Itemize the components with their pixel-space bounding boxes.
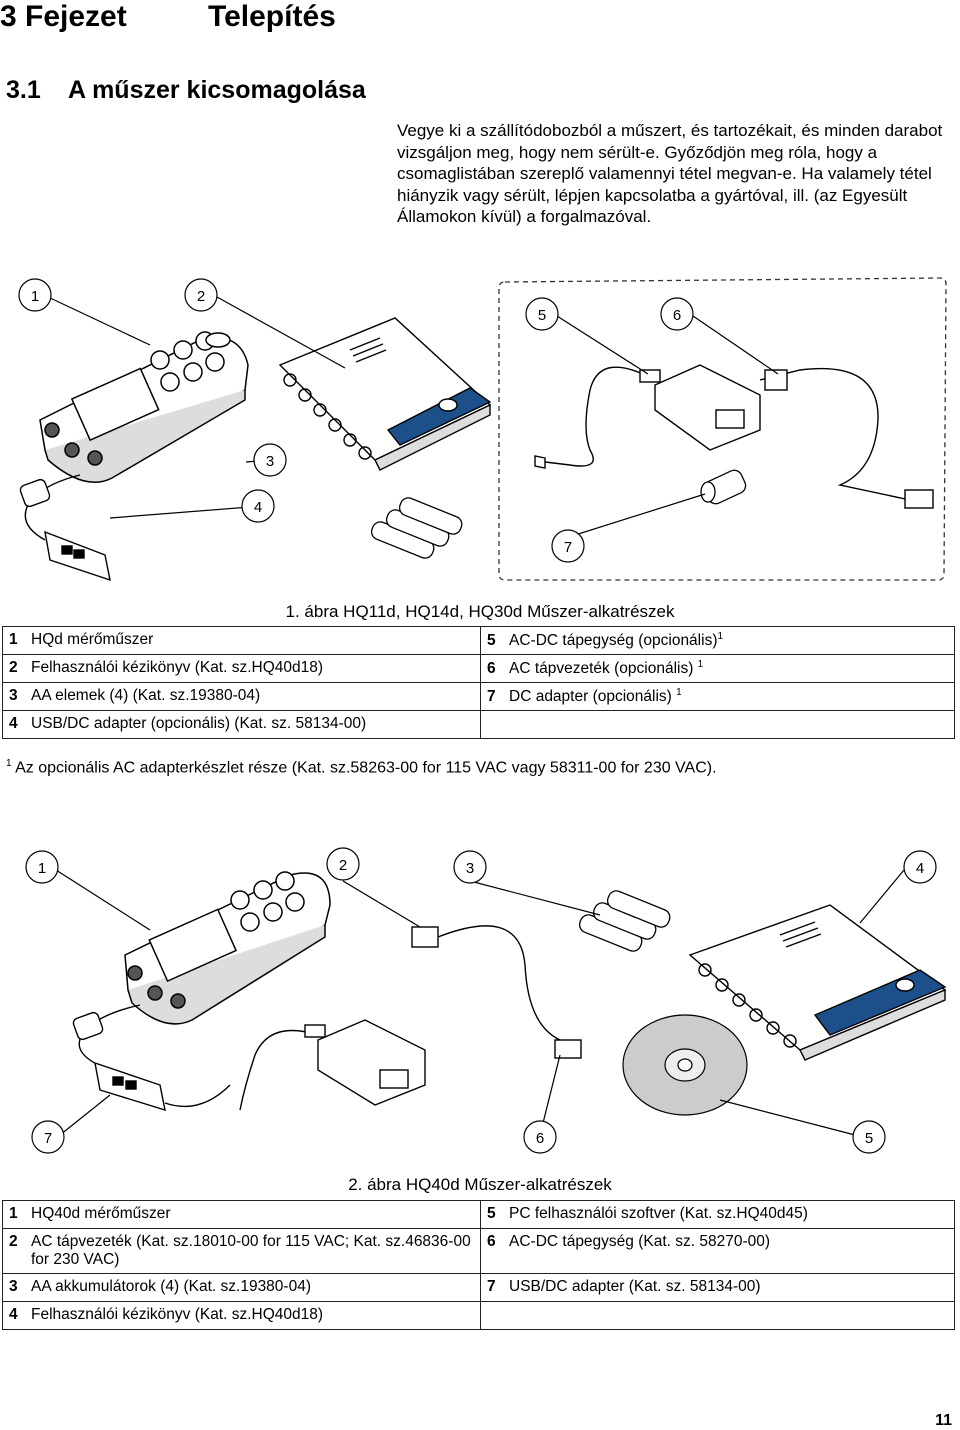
chapter-title: Telepítés: [208, 0, 336, 33]
svg-text:1: 1: [38, 860, 46, 877]
footnote: 1 Az opcionális AC adapterkészlet része …: [6, 758, 717, 777]
callout-4: 4: [903, 850, 937, 884]
callout-3: 3: [453, 850, 487, 884]
svg-text:3: 3: [266, 453, 274, 470]
callout-6: 6: [523, 1120, 557, 1154]
meter-drawing: [39, 331, 249, 483]
dc-adapter-drawing: [700, 469, 747, 505]
ac-cord-drawing: [411, 925, 582, 1059]
manual-drawing: [278, 317, 492, 471]
batteries-drawing: [370, 497, 463, 559]
callout-5: 5: [852, 1120, 886, 1154]
svg-text:7: 7: [564, 539, 572, 556]
figure1-caption: 1. ábra HQ11d, HQ14d, HQ30d Műszer-alkat…: [285, 602, 675, 621]
svg-text:5: 5: [865, 1130, 873, 1147]
callout-2: 2: [184, 278, 218, 312]
chapter-heading: 3 Fejezet Telepítés: [0, 0, 336, 102]
svg-text:5: 5: [538, 307, 546, 324]
manual-drawing: [688, 904, 947, 1061]
figure1-illustration: [19, 277, 947, 582]
svg-text:2: 2: [197, 288, 205, 305]
callout-7: 7: [551, 529, 585, 563]
figure2-illustration: [55, 869, 947, 1136]
power-supply-drawing: [534, 364, 934, 509]
figure2-caption: 2. ábra HQ40d Műszer-alkatrészek: [348, 1175, 612, 1194]
intro-paragraph: Vegye ki a szállítódobozból a műszert, é…: [397, 121, 943, 226]
software-cd-drawing: [622, 1014, 748, 1116]
svg-text:6: 6: [673, 307, 681, 324]
callout-4: 4: [241, 489, 275, 523]
section-number: 3.1: [6, 76, 41, 104]
callout-6: 6: [660, 297, 694, 331]
power-supply-drawing: [239, 1019, 426, 1111]
figure1-callouts: 1 2 5 6 3 4 7: [18, 278, 694, 563]
meter-drawing: [124, 871, 331, 1025]
svg-text:4: 4: [916, 860, 924, 877]
usb-adapter-drawing: [19, 474, 111, 582]
optional-items-box: [498, 277, 947, 581]
callout-1: 1: [18, 278, 52, 312]
svg-text:1: 1: [31, 288, 39, 305]
svg-text:4: 4: [254, 499, 262, 516]
svg-text:7: 7: [44, 1130, 52, 1147]
callout-2: 2: [326, 847, 360, 881]
callout-5: 5: [525, 297, 559, 331]
callout-7: 7: [31, 1120, 65, 1154]
svg-text:2: 2: [339, 857, 347, 874]
svg-text:6: 6: [536, 1130, 544, 1147]
usb-adapter-drawing: [72, 1004, 231, 1112]
svg-text:3: 3: [466, 860, 474, 877]
batteries-drawing: [578, 890, 671, 952]
figure2-callouts: 1 2 3 4 7 6 5: [25, 847, 937, 1154]
callout-3: 3: [253, 443, 287, 477]
page-number: 11: [935, 1412, 952, 1429]
section-title: A műszer kicsomagolása: [68, 76, 366, 104]
chapter-number: 3 Fejezet: [0, 0, 127, 33]
callout-1: 1: [25, 850, 59, 884]
